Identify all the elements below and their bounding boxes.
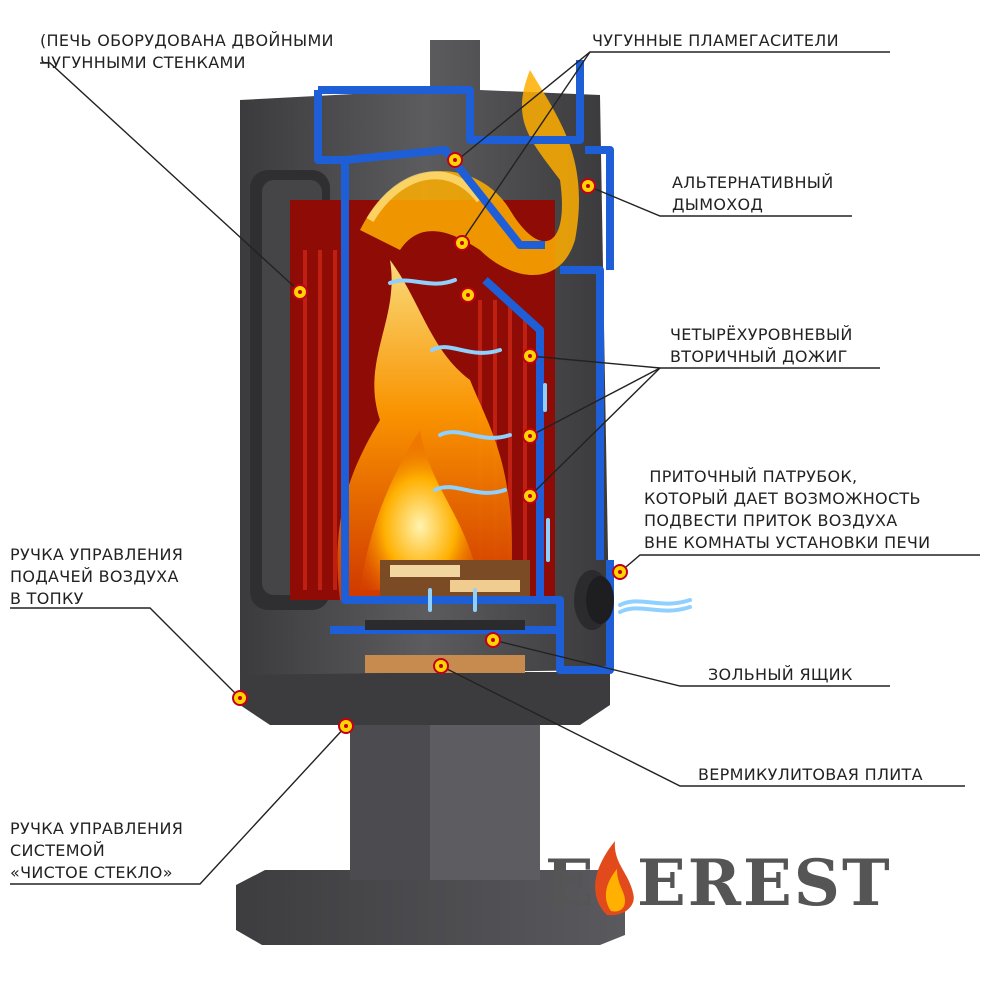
- air-inlet-pipe: [574, 570, 614, 630]
- logo-word: EREST: [637, 846, 892, 921]
- everest-logo: E EREST: [545, 841, 892, 921]
- stove-pedestal: [236, 672, 625, 945]
- air-flow-arrows: [388, 278, 692, 614]
- marker-baffle-3: [460, 287, 476, 303]
- marker-baffle-1: [447, 152, 463, 168]
- marker-air-handle: [232, 690, 248, 706]
- marker-vermiculite: [433, 658, 449, 674]
- marker-burn-2: [522, 428, 538, 444]
- label-vermiculite: ВЕРМИКУЛИТОВАЯ ПЛИТА: [698, 765, 923, 784]
- label-clean-glass-handle: РУЧКА УПРАВЛЕНИЯ СИСТЕМОЙ «ЧИСТОЕ СТЕКЛО…: [10, 819, 184, 882]
- leader-lines: [10, 51, 980, 885]
- marker-burn-1: [522, 348, 538, 364]
- firebox: [290, 70, 579, 600]
- label-alt-chimney: АЛЬТЕРНАТИВНЫЙ ДЫМОХОД: [672, 173, 834, 214]
- marker-baffle-2: [454, 235, 470, 251]
- marker-burn-3: [522, 488, 538, 504]
- logo-letter-e: E: [545, 846, 596, 921]
- marker-double-walls: [292, 284, 308, 300]
- marker-ash-box: [485, 632, 501, 648]
- callout-markers: [232, 152, 628, 734]
- label-air-handle: РУЧКА УПРАВЛЕНИЯ ПОДАЧЕЙ ВОЗДУХА В ТОПКУ: [10, 545, 184, 608]
- label-double-walls: (ПЕЧЬ ОБОРУДОВАНА ДВОЙНЫМИ ЧУГУННЫМИ СТЕ…: [40, 31, 334, 72]
- marker-air-inlet: [612, 564, 628, 580]
- label-ash-box: ЗОЛЬНЫЙ ЯЩИК: [708, 665, 853, 684]
- label-secondary-burn: ЧЕТЫРЁХУРОВНЕВЫЙ ВТОРИЧНЫЙ ДОЖИГ: [670, 325, 853, 366]
- ash-box: [365, 620, 525, 630]
- label-flame-baffles: ЧУГУННЫЕ ПЛАМЕГАСИТЕЛИ: [592, 31, 839, 50]
- label-air-inlet: ПРИТОЧНЫЙ ПАТРУБОК, КОТОРЫЙ ДАЕТ ВОЗМОЖН…: [644, 467, 931, 552]
- marker-chimney: [580, 178, 596, 194]
- marker-clean-glass: [338, 718, 354, 734]
